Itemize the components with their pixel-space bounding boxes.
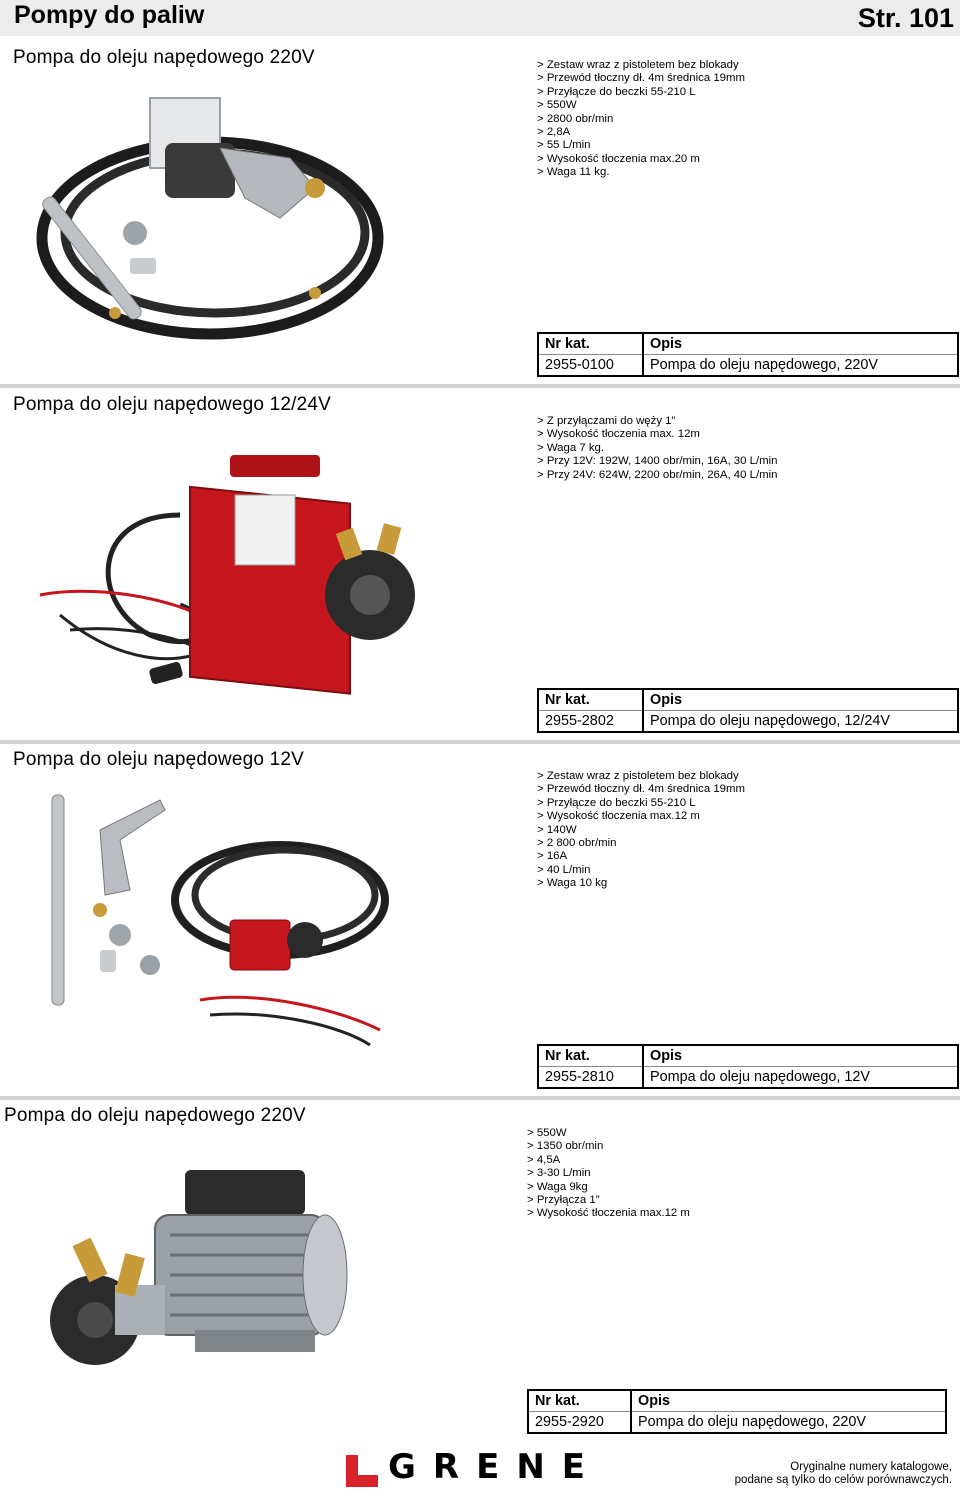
spec-item: > Waga 10 kg [537, 877, 608, 890]
pump-12-24v-image [39, 455, 415, 695]
catalog-number: 2955-0100 [537, 354, 644, 377]
pump-220v-kit-image [36, 97, 384, 340]
spec-item: > 2800 obr/min [537, 112, 614, 125]
footer-note: Oryginalne numery katalogowe, podane są … [735, 1461, 952, 1487]
spec-item: > Zestaw wraz z pistoletem bez blokady [537, 59, 739, 71]
section-title-2: Pompa do oleju napędowego 12/24V [13, 394, 332, 415]
page-title: Pompy do paliw [14, 1, 205, 29]
col-header-opis: Opis [643, 332, 959, 355]
spec-item: > Przyłącza 1” [527, 1194, 600, 1207]
spec-item: > Zestaw wraz z pistoletem bez blokady [537, 770, 739, 782]
section-divider [0, 384, 960, 388]
section-title-1: Pompa do oleju napędowego 220V [13, 47, 315, 68]
grene-logo-mark [346, 1455, 378, 1487]
footer-note-line: podane są tylko do celów porównawczych. [734, 1474, 952, 1486]
pump-12v-kit-image [51, 794, 389, 1047]
section-title-3: Pompa do oleju napędowego 12V [13, 749, 305, 770]
col-header-nr: Nr kat. [537, 688, 644, 711]
section-divider [0, 1096, 960, 1100]
pump-220v-motor-image [50, 1170, 348, 1365]
section-title-4: Pompa do oleju napędowego 220V [4, 1105, 306, 1126]
spec-item: > 4,5A [527, 1153, 561, 1166]
spec-item: > Przewód tłoczny dł. 4m średnica 19mm [537, 783, 745, 796]
spec-item: > 140W [537, 823, 577, 836]
spec-item: > Przyłącze do beczki 55-210 L [537, 796, 696, 809]
spec-item: > Z przyłączami do węży 1” [537, 415, 676, 427]
col-header-opis: Opis [631, 1389, 947, 1412]
spec-item: > 2 800 obr/min [537, 837, 617, 850]
spec-item: > 550W [527, 1127, 567, 1139]
spec-item: > 2,8A [537, 126, 571, 139]
spec-list-4: > 550W > 1350 obr/min > 4,5A > 3-30 L/mi… [527, 1127, 690, 1221]
col-header-nr: Nr kat. [527, 1389, 632, 1412]
spec-item: > 40 L/min [537, 863, 591, 876]
spec-item: > 1350 obr/min [527, 1140, 604, 1153]
spec-item: > Przy 12V: 192W, 1400 obr/min, 16A, 30 … [537, 455, 778, 468]
spec-item: > 55 L/min [537, 139, 591, 152]
spec-list-3: > Zestaw wraz z pistoletem bez blokady >… [537, 770, 745, 891]
col-header-nr: Nr kat. [537, 1044, 644, 1067]
spec-item: > Wysokość tłoczenia max.20 m [537, 152, 700, 165]
spec-item: > Waga 9kg [527, 1180, 588, 1193]
spec-list-1: > Zestaw wraz z pistoletem bez blokady >… [537, 59, 745, 180]
grene-logo-text: GRENE [388, 1447, 602, 1487]
col-header-nr: Nr kat. [537, 332, 644, 355]
spec-item: > Wysokość tłoczenia max.12 m [537, 810, 700, 823]
catalog-number: 2955-2810 [537, 1066, 644, 1089]
spec-item: > Przy 24V: 624W, 2200 obr/min, 26A, 40 … [537, 468, 778, 481]
footer-note-line: Oryginalne numery katalogowe, [790, 1461, 952, 1473]
col-header-opis: Opis [643, 1044, 959, 1067]
col-header-opis: Opis [643, 688, 959, 711]
catalog-number: 2955-2920 [527, 1411, 632, 1434]
spec-item: > 550W [537, 99, 577, 112]
catalog-description: Pompa do oleju napędowego, 12V [643, 1066, 959, 1089]
catalog-description: Pompa do oleju napędowego, 12/24V [643, 710, 959, 733]
spec-item: > Wysokość tłoczenia max. 12m [537, 428, 700, 441]
spec-item: > Przyłącze do beczki 55-210 L [537, 85, 696, 98]
spec-list-2: > Z przyłączami do węży 1” > Wysokość tł… [537, 415, 778, 482]
section-divider [0, 740, 960, 744]
catalog-description: Pompa do oleju napędowego, 220V [643, 354, 959, 377]
spec-item: > Waga 11 kg. [537, 166, 610, 179]
page-number: Str. 101 [857, 3, 954, 33]
header-bar [0, 0, 960, 36]
catalog-description: Pompa do oleju napędowego, 220V [631, 1411, 947, 1434]
spec-item: > 3-30 L/min [527, 1167, 591, 1180]
spec-item: > 16A [537, 850, 568, 863]
spec-item: > Waga 7 kg. [537, 441, 605, 454]
spec-item: > Wysokość tłoczenia max.12 m [527, 1207, 690, 1220]
catalog-number: 2955-2802 [537, 710, 644, 733]
spec-item: > Przewód tłoczny dł. 4m średnica 19mm [537, 72, 745, 85]
